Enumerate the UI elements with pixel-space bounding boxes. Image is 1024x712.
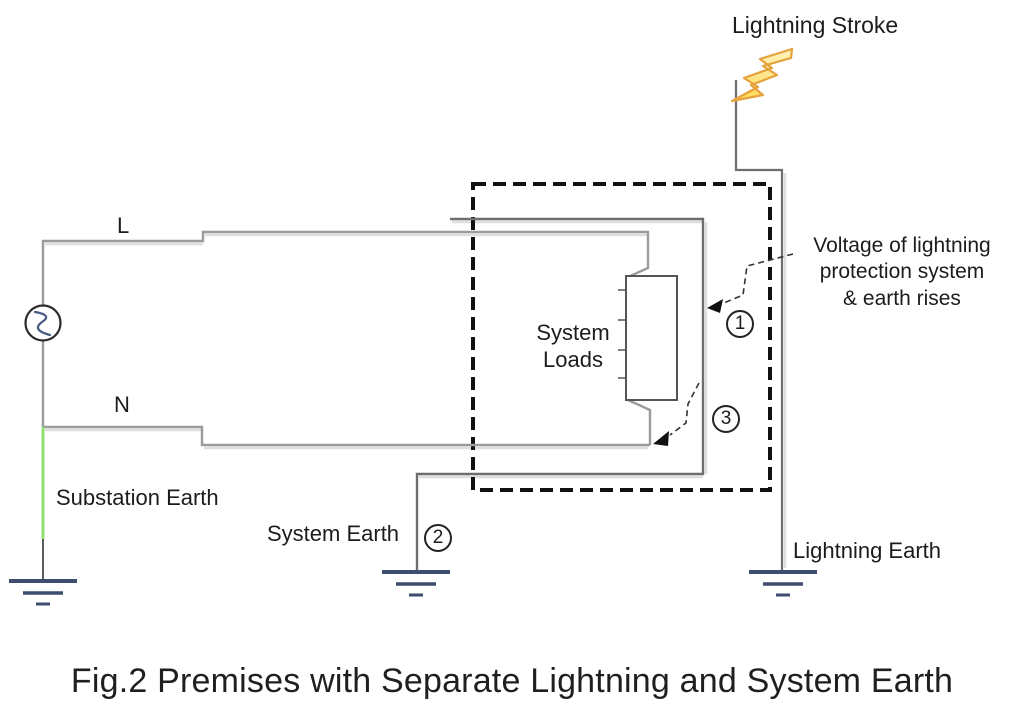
lightning-earth-label: Lightning Earth [793,538,941,563]
system-loads-label: System Loads [536,320,610,372]
lightning-down-conductor [734,80,784,571]
marker-point-3: 3 [712,405,740,433]
voltage-rise-note-line2: protection system [819,260,985,284]
marker-point-1: 1 [726,310,754,338]
wire-shadows [45,173,787,568]
figure-caption: Fig.2 Premises with Separate Lightning a… [70,662,954,700]
installation-earth-outline [415,217,705,571]
voltage-rise-note-line1: Voltage of lightning [813,234,991,257]
premises-dashed-boundary [471,182,772,492]
voltage-rise-note-line3: & earth rises [843,286,961,310]
lightning-stroke-label: Lightning Stroke [732,12,899,38]
neutral-label: N [114,392,130,417]
live-label: L [117,213,130,238]
voltage-rise-leader-arrow-3 [653,382,700,446]
ac-source-icon [24,304,62,342]
voltage-rise-note: Voltage of lightning protection system &… [790,233,1014,312]
system-loads-box [618,275,678,401]
substation-earth-ground-icon [9,579,77,606]
neutral-wire [41,341,652,447]
live-wire [41,230,650,305]
lightning-bolt-icon [730,47,794,103]
system-earth-ground-icon [382,570,450,597]
system-earth-label: System Earth [267,521,400,546]
lightning-earth-ground-icon [749,570,817,597]
voltage-rise-leader-arrow-1 [707,253,794,313]
substation-earth-label: Substation Earth [56,485,219,510]
marker-point-2: 2 [424,524,452,552]
